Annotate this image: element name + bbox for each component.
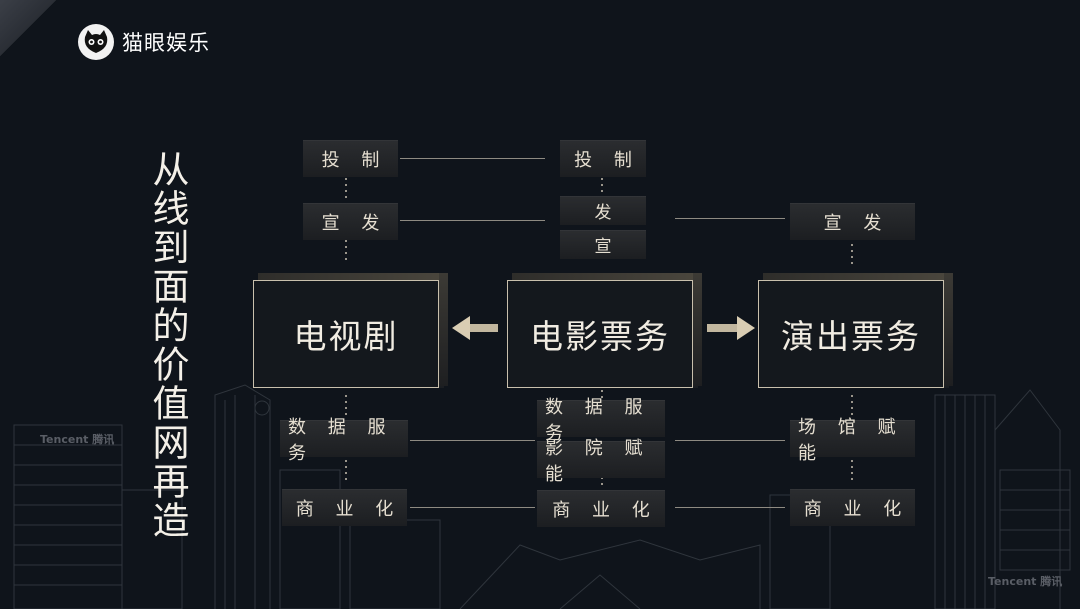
arrow-left-icon bbox=[452, 316, 498, 340]
brand-logo: 猫眼娱乐 bbox=[78, 24, 210, 60]
dotted-connector bbox=[345, 178, 347, 200]
tv-step-distribution: 宣 发 bbox=[303, 203, 398, 240]
show-step-venue-empowerment: 场 馆 赋 能 bbox=[790, 417, 915, 464]
dotted-connector bbox=[851, 244, 853, 266]
watermark-right: Tencent 腾讯 bbox=[988, 575, 1063, 588]
main-box-show: 演出票务 bbox=[758, 273, 953, 388]
dotted-connector bbox=[601, 390, 603, 402]
dotted-connector bbox=[851, 395, 853, 415]
dotted-connector bbox=[345, 240, 347, 264]
watermark-left: Tencent 腾讯 bbox=[40, 433, 115, 446]
logo-text: 猫眼娱乐 bbox=[122, 31, 210, 55]
film-step-cinema-empowerment: 影 院 赋 能 bbox=[537, 438, 665, 485]
dotted-connector bbox=[601, 178, 603, 192]
dotted-connector bbox=[345, 460, 347, 484]
dotted-connector bbox=[345, 395, 347, 417]
film-step-production: 投 制 bbox=[560, 140, 646, 177]
connector-line bbox=[675, 218, 785, 219]
dotted-connector bbox=[601, 477, 603, 487]
page-title: 从线到面的价值网再造 bbox=[146, 150, 189, 540]
main-box-show-label: 演出票务 bbox=[781, 317, 921, 356]
tv-step-data-service: 数 据 服 务 bbox=[280, 417, 408, 464]
connector-line bbox=[675, 507, 785, 508]
tv-step-production: 投 制 bbox=[303, 140, 398, 177]
connector-line bbox=[400, 220, 545, 221]
corner-decoration bbox=[0, 0, 56, 56]
main-box-tv: 电视剧 bbox=[253, 273, 448, 388]
show-step-commercialization: 商 业 化 bbox=[790, 489, 915, 526]
arrow-right-icon bbox=[707, 316, 755, 340]
film-step-commercialization: 商 业 化 bbox=[537, 490, 665, 527]
main-box-film: 电影票务 bbox=[507, 273, 702, 388]
show-step-distribution: 宣 发 bbox=[790, 203, 915, 240]
connector-line bbox=[410, 507, 535, 508]
dotted-connector bbox=[851, 460, 853, 484]
tv-step-commercialization: 商 业 化 bbox=[282, 489, 407, 526]
film-step-data-service: 数 据 服 务 bbox=[537, 397, 665, 444]
cat-logo-icon bbox=[78, 24, 114, 60]
film-step-promotion: 宣 bbox=[560, 230, 646, 259]
connector-line bbox=[675, 440, 785, 441]
main-box-film-label: 电影票务 bbox=[530, 317, 670, 356]
connector-line bbox=[400, 158, 545, 159]
film-step-distribution: 发 bbox=[560, 196, 646, 225]
main-box-tv-label: 电视剧 bbox=[293, 317, 399, 356]
connector-line bbox=[410, 440, 535, 441]
